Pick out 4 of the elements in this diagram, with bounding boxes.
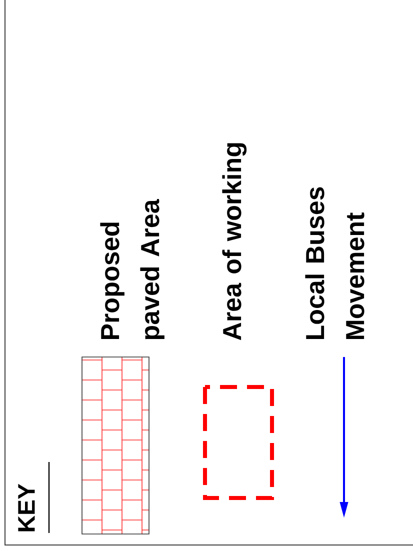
key-title: KEY [18, 462, 50, 533]
legend-label: Proposed paved Area [100, 199, 164, 340]
legend-label: Area of working [222, 143, 247, 340]
legend-label: Local Buses Movement [305, 187, 364, 340]
